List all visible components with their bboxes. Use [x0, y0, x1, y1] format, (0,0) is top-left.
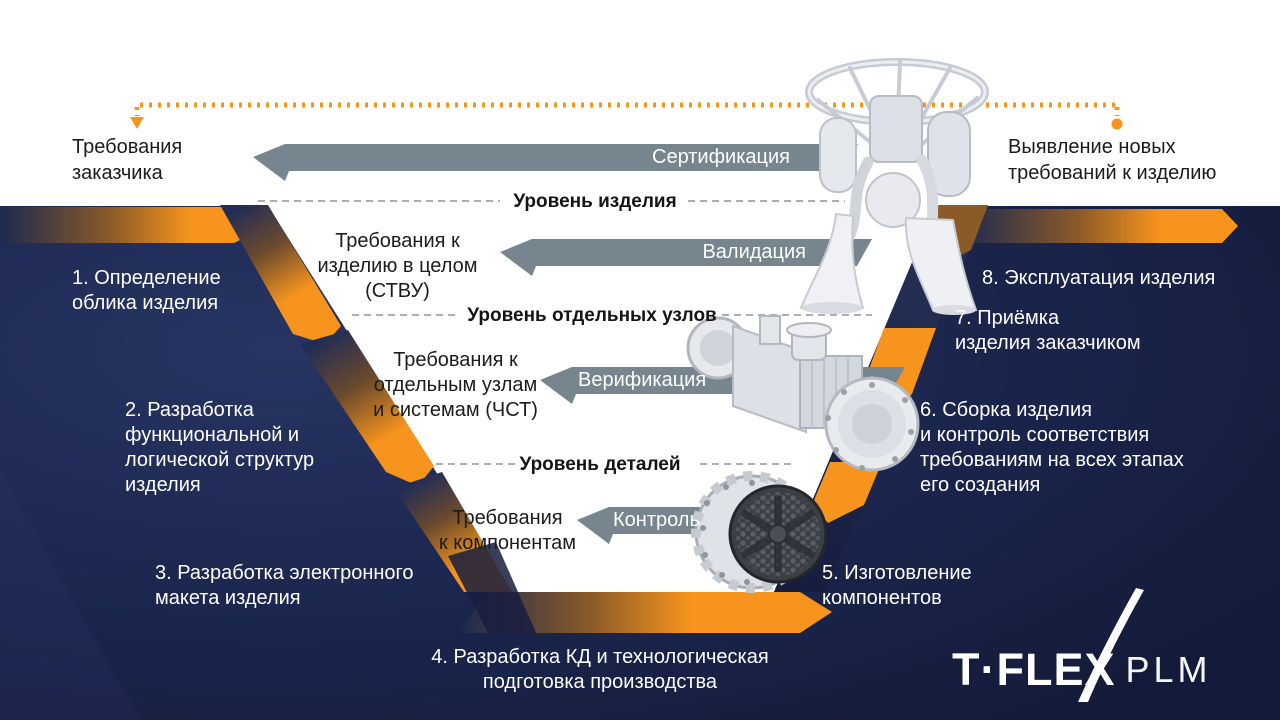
orange-chevron [812, 462, 882, 523]
level-details-label: Уровень деталей [519, 454, 681, 475]
customer-requirements-label: Требования заказчика [72, 136, 183, 184]
background-streak [0, 470, 140, 720]
step-2-label: 2. Разработка функциональной и логическо… [125, 399, 315, 496]
step-3-label: 3. Разработка электронного макета издели… [155, 562, 414, 609]
verification-arrow-label: Верификация [578, 369, 707, 391]
new-requirements-label: Выявление новых требований к изделию [1008, 136, 1217, 184]
turbopump-image [686, 315, 920, 472]
bottom-bar-shadow [448, 542, 536, 633]
tflex-logo-brand: T·FLEX [952, 644, 1116, 695]
bottom-bar [460, 592, 832, 633]
requirements-units-label: Требования к отдельным узлам и системам … [373, 349, 538, 421]
certification-arrow-label: Сертификация [652, 146, 790, 168]
step-8-label: 8. Эксплуатация изделия [982, 267, 1216, 289]
requirements-product-label: Требования к изделию в целом (СТВУ) [317, 230, 478, 302]
requirements-components-label: Требования к компонентам [438, 507, 577, 554]
rocket-engine-image [799, 58, 989, 315]
injector-faceplate-image [691, 471, 828, 593]
validation-arrow [500, 239, 872, 276]
feedback-arrowhead-icon [130, 117, 144, 129]
step-4-label: 4. Разработка КД и технологическая подго… [431, 646, 769, 693]
certification-arrow [253, 144, 858, 181]
step-5-label: 5. Изготовление компонентов [822, 562, 972, 609]
feedback-dot-icon [1111, 118, 1123, 130]
step-6-label: 6. Сборка изделия и контроль соответстви… [920, 399, 1184, 496]
step-7-label: 7. Приёмка изделия заказчиком [955, 307, 1141, 354]
level-dashed-lines [258, 200, 872, 465]
level-product-label: Уровень изделия [513, 191, 677, 212]
top-right-bar [962, 209, 1238, 243]
level-units-label: Уровень отдельных узлов [467, 305, 717, 326]
feedback-dotted-line [130, 102, 1123, 130]
top-left-bar [0, 207, 270, 243]
control-arrow-label: Контроль [613, 509, 700, 531]
step-1-label: 1. Определение облика изделия [72, 267, 221, 314]
tflex-logo-suffix: PLM [1125, 649, 1212, 690]
tflex-logo: T·FLEX PLM [952, 588, 1252, 710]
validation-arrow-label: Валидация [702, 241, 806, 263]
